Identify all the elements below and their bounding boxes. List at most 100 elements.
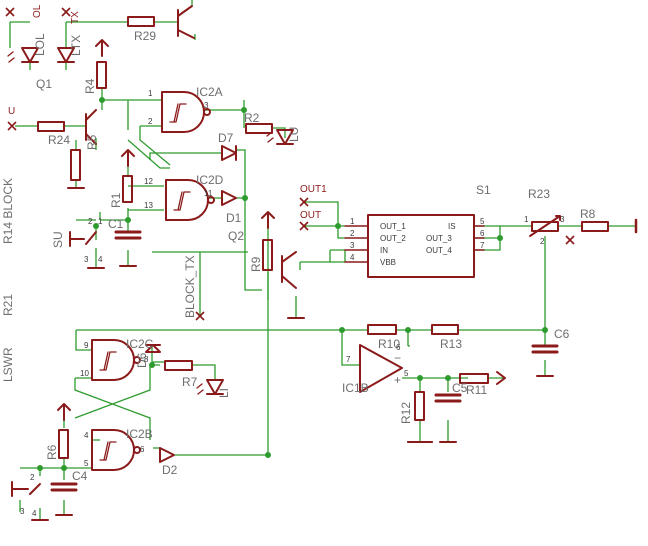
led-ltx [57, 47, 75, 63]
pin-number: 8 [144, 355, 149, 364]
resistor-r7 [164, 360, 193, 371]
label-q2: Q2 [228, 229, 244, 243]
transistor-top [177, 5, 195, 39]
opamp-signs: − + [394, 351, 401, 387]
pin-number: 13 [144, 201, 153, 210]
pin-number: 2 [540, 237, 545, 246]
net-label-tx: TX [70, 11, 81, 24]
label-d1: D1 [226, 211, 242, 225]
pin-number: 3 [20, 507, 25, 516]
resistor-r1 [122, 175, 133, 203]
resistor-r13 [431, 324, 459, 335]
wires [9, 0, 636, 520]
pin-number: 7 [346, 355, 351, 364]
pin-number: 5 [480, 217, 485, 226]
leds [7, 47, 294, 395]
label-d7: D7 [218, 131, 234, 145]
label-d2: D2 [162, 463, 178, 477]
supply-arrows [57, 39, 506, 421]
pin-number: 1 [148, 89, 153, 98]
junctions [37, 97, 548, 471]
ground-symbols [31, 187, 638, 521]
s1-pin-out4: OUT_4 [426, 246, 452, 255]
label-r10: R10 [378, 337, 400, 351]
diode-d6 [145, 344, 161, 353]
diode-d1 [221, 190, 237, 206]
pin-number: 5 [84, 459, 89, 468]
label-c6: C6 [554, 327, 570, 341]
pin-number: 6 [396, 343, 401, 352]
side-label-r21: R21 [1, 294, 15, 316]
pin-number: 3 [204, 101, 209, 110]
net-label-ol: OL [32, 4, 43, 18]
label-r5: R5 [85, 134, 99, 150]
pin-numbers: 1 2 3 12 13 11 9 10 8 4 5 6 1 2 3 4 5 6 … [20, 89, 565, 518]
pin-number: 1 [98, 217, 103, 226]
led-lol [21, 47, 39, 63]
s1-pin-vbb: VBB [380, 258, 396, 267]
label-ltx: LTX [69, 35, 83, 56]
pin-number: 4 [32, 509, 37, 518]
pin-number: 6 [480, 229, 485, 238]
switch-bottom [11, 481, 41, 497]
diode-d2 [159, 447, 175, 463]
resistor-r24 [37, 121, 65, 132]
pin-number: 2 [30, 473, 35, 482]
label-r6: R6 [45, 444, 59, 460]
resistor-r29 [127, 16, 155, 27]
potentiometer-r23 [531, 221, 559, 232]
net-label-out1: OUT1 [300, 184, 327, 195]
pin-number: 2 [350, 229, 355, 238]
resistor-r12 [414, 391, 425, 421]
diode-d7 [221, 145, 237, 161]
transistors [85, 5, 297, 289]
label-c5: C5 [452, 381, 468, 395]
side-label-lswr: LSWR [1, 347, 15, 382]
label-r24: R24 [48, 133, 70, 147]
resistor-r6 [58, 429, 69, 459]
resistor-r5 [70, 149, 81, 181]
capacitor-c4 [50, 482, 78, 492]
pin-number: 9 [84, 341, 89, 350]
opamp-minus-sign: − [394, 351, 401, 365]
pin-number: 6 [140, 445, 145, 454]
resistor-r9 [262, 239, 273, 271]
pin-number: 12 [144, 177, 153, 186]
transistor-q1 [85, 109, 97, 145]
pin-number: 2 [88, 217, 93, 226]
component-labels: IC2A IC2D IC2C IC2B IC1B R29 R4 R24 R5 R… [33, 29, 596, 483]
capacitor-c5 [434, 393, 462, 403]
label-r1: R1 [109, 192, 123, 208]
label-ic2a: IC2A [196, 85, 223, 99]
transistor-q2 [281, 251, 297, 289]
label-r8: R8 [580, 207, 596, 221]
label-lu: LU [287, 127, 301, 142]
label-r23: R23 [528, 187, 550, 201]
label-ic1b: IC1B [342, 381, 369, 395]
label-q1: Q1 [36, 77, 52, 91]
s1-pin-in: IN [380, 246, 388, 255]
label-s1: S1 [476, 183, 491, 197]
resistor-r10 [367, 324, 397, 335]
pin-number: 3 [350, 241, 355, 250]
net-label-block-tx: BLOCK_TX [183, 255, 197, 318]
potentiometer-arrow [529, 215, 561, 237]
pin-number: 4 [84, 431, 89, 440]
capacitor-c6 [531, 344, 559, 354]
capacitor-c1 [114, 230, 142, 240]
label-r7: R7 [182, 375, 198, 389]
resistors [37, 16, 609, 459]
led-lu [276, 129, 294, 145]
label-r11: R11 [466, 383, 487, 397]
opamp-plus-sign: + [394, 373, 401, 387]
label-r4: R4 [83, 78, 97, 94]
switches [11, 231, 97, 497]
s1-pin-names: OUT_1 OUT_2 IN VBB IS OUT_3 OUT_4 [380, 222, 456, 267]
pin-number: 10 [80, 369, 89, 378]
label-ic2b: IC2B [126, 427, 153, 441]
diodes [145, 145, 237, 463]
label-r9: R9 [249, 256, 263, 272]
switch-su [69, 231, 97, 247]
label-li: LI [217, 388, 231, 398]
pin-number: 4 [98, 255, 103, 264]
